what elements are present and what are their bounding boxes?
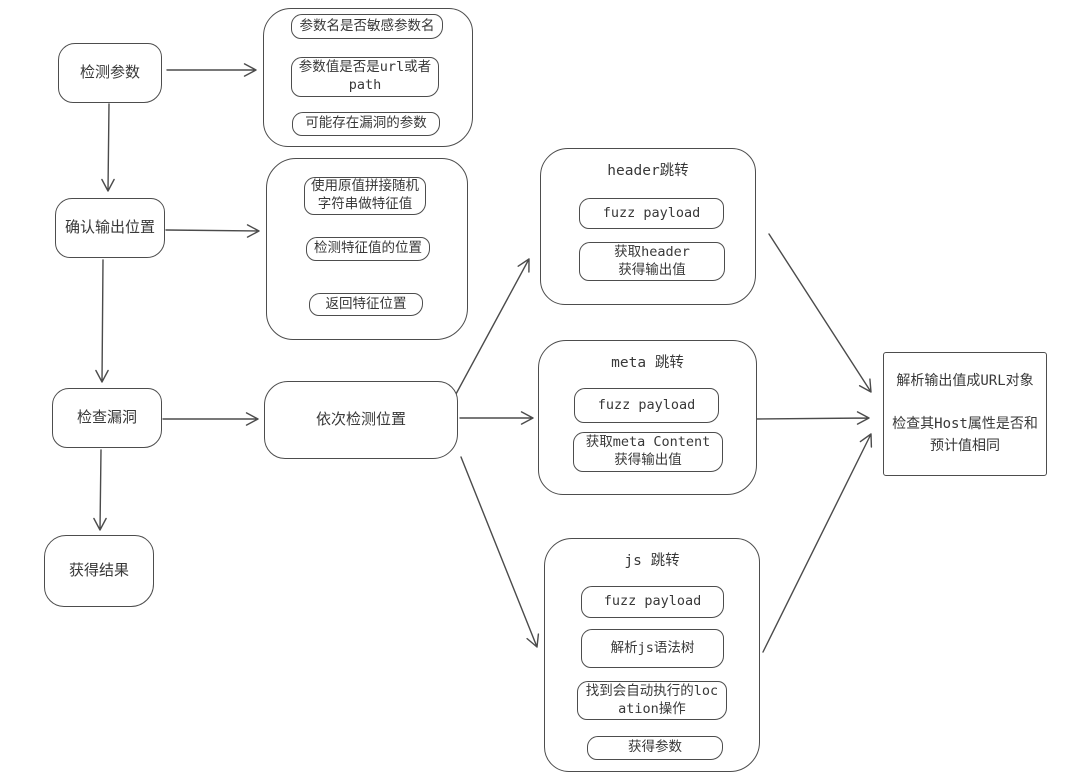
arrow-js-to-result [762, 433, 873, 653]
group-header-redirect: header跳转 fuzz payload 获取header 获得输出值 [540, 148, 756, 305]
node-confirm-output-label: 确认输出位置 [64, 218, 155, 237]
group-meta-redirect-title: meta 跳转 [611, 355, 684, 371]
box-js-get-params-label: 获得参数 [628, 739, 682, 756]
group-feature-value: 使用原值拼接随机 字符串做特征值 检测特征值的位置 返回特征位置 [266, 158, 468, 340]
box-result-check: 解析输出值成URL对象 检查其Host属性是否和 预计值相同 [883, 352, 1047, 476]
arrow-confirm-output-right [165, 224, 260, 238]
box-js-get-params: 获得参数 [587, 736, 723, 760]
box-possible-vuln-params: 可能存在漏洞的参数 [292, 112, 440, 136]
box-meta-get-output: 获取meta Content 获得输出值 [573, 432, 723, 472]
box-js-fuzz-payload-label: fuzz payload [603, 593, 702, 610]
arrow-header-to-result [768, 233, 872, 393]
box-js-fuzz-payload: fuzz payload [581, 586, 724, 618]
box-param-value-check: 参数值是否是url或者 path [291, 57, 439, 97]
node-get-result: 获得结果 [44, 535, 154, 607]
box-meta-fuzz-payload-label: fuzz payload [597, 396, 696, 413]
group-meta-redirect: meta 跳转 fuzz payload 获取meta Content 获得输出… [538, 340, 757, 495]
box-header-fuzz-payload-label: fuzz payload [602, 204, 701, 221]
box-param-value-check-label: 参数值是否是url或者 path [298, 59, 432, 93]
node-check-vuln-label: 检查漏洞 [76, 408, 137, 427]
arrow-detect-params-down [101, 103, 115, 192]
node-check-vuln: 检查漏洞 [52, 388, 162, 448]
group-js-redirect: js 跳转 fuzz payload 解析js语法树 找到会自动执行的loc a… [544, 538, 760, 772]
box-js-find-location: 找到会自动执行的loc ation操作 [577, 681, 727, 720]
box-result-check-label: 解析输出值成URL对象 检查其Host属性是否和 预计值相同 [892, 372, 1038, 454]
group-param-analysis: 参数名是否敏感参数名 参数值是否是url或者 path 可能存在漏洞的参数 [263, 8, 473, 147]
box-header-get-output: 获取header 获得输出值 [579, 242, 725, 281]
node-detect-positions: 依次检测位置 [264, 381, 458, 459]
arrow-check-vuln-down [93, 449, 107, 531]
box-header-get-output-label: 获取header 获得输出值 [614, 243, 690, 278]
arrow-check-vuln-right [162, 412, 259, 426]
node-get-result-label: 获得结果 [68, 561, 129, 580]
arrow-confirm-output-down [95, 259, 109, 383]
box-possible-vuln-params-label: 可能存在漏洞的参数 [305, 115, 427, 132]
arrow-positions-to-meta [459, 411, 534, 425]
box-meta-get-output-label: 获取meta Content 获得输出值 [585, 434, 711, 468]
box-js-find-location-label: 找到会自动执行的loc ation操作 [585, 682, 719, 717]
group-js-redirect-title: js 跳转 [624, 553, 680, 569]
box-param-name-check-label: 参数名是否敏感参数名 [299, 17, 435, 34]
box-detect-feature-pos: 检测特征值的位置 [306, 237, 430, 261]
box-feature-concat: 使用原值拼接随机 字符串做特征值 [304, 177, 426, 215]
box-param-name-check: 参数名是否敏感参数名 [291, 14, 443, 39]
arrow-detect-params-right [166, 63, 257, 77]
node-detect-params-label: 检测参数 [79, 63, 140, 82]
box-js-parse-ast-label: 解析js语法树 [610, 639, 695, 656]
box-header-fuzz-payload: fuzz payload [579, 198, 724, 229]
box-return-feature-pos-label: 返回特征位置 [325, 295, 407, 312]
box-detect-feature-pos-label: 检测特征值的位置 [314, 240, 422, 257]
arrow-meta-to-result [754, 411, 870, 425]
node-detect-params: 检测参数 [58, 43, 162, 103]
box-return-feature-pos: 返回特征位置 [309, 293, 423, 316]
node-detect-positions-label: 依次检测位置 [315, 410, 406, 429]
arrow-positions-to-js [460, 456, 540, 648]
box-feature-concat-label: 使用原值拼接随机 字符串做特征值 [311, 178, 419, 212]
box-js-parse-ast: 解析js语法树 [581, 629, 724, 668]
box-meta-fuzz-payload: fuzz payload [574, 388, 719, 423]
node-confirm-output: 确认输出位置 [55, 198, 165, 258]
group-header-redirect-title: header跳转 [607, 163, 689, 179]
